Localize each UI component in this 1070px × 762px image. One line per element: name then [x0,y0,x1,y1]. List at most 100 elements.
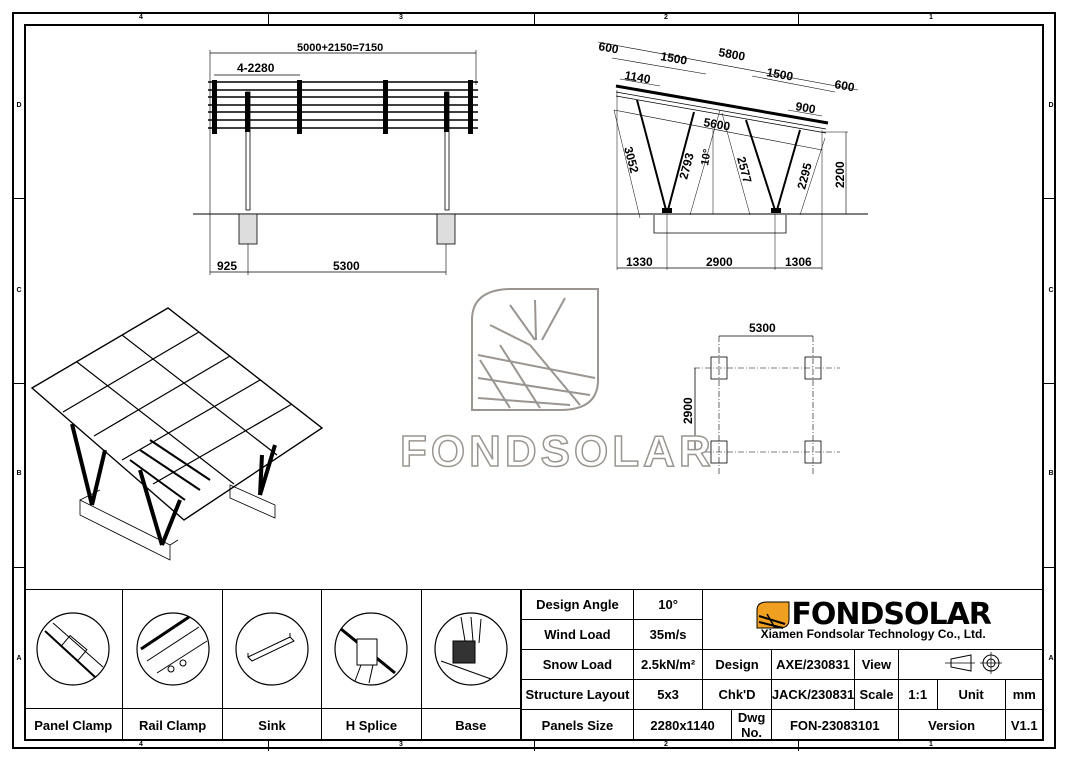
parts-strip: Panel Clamp Rail Clamp Sink H Splice Bas… [24,589,522,741]
structure-layout-label: Structure Layout [521,679,634,710]
zone-label: B [16,470,22,477]
svg-text:1306: 1306 [785,255,812,269]
scale-label: Scale [854,679,899,710]
base-detail-icon [421,590,521,709]
unit-value: mm [1004,679,1044,710]
isometric-view [30,307,324,561]
zone-label: B [1048,470,1054,477]
design-value: AXE/230831 [770,649,856,680]
zone-divider [798,12,799,24]
zone-divider [1044,383,1056,384]
sink-detail-icon [222,590,322,709]
svg-text:2200: 2200 [833,161,847,188]
part-label: H Splice [345,717,398,733]
svg-text:1500: 1500 [659,49,688,67]
zone-label: D [16,102,22,109]
front-view [597,41,859,270]
panel-clamp-detail-icon [24,590,123,709]
panels-size-value: 2280x1140 [632,709,733,741]
svg-text:10°: 10° [699,148,714,166]
design-label: Design [702,649,772,680]
svg-text:3052: 3052 [621,145,642,175]
watermark-text: FONDSOLAR [400,427,715,476]
part-label: Panel Clamp [34,717,113,733]
wind-load-value: 35m/s [632,619,704,650]
dwg-label: Dwg No. [731,709,772,741]
zone-label: D [1048,102,1054,109]
zone-divider [268,12,269,24]
part-h-splice: H Splice [322,590,422,741]
h-splice-detail-icon [322,590,421,709]
unit-label: Unit [936,679,1006,710]
checked-value: JACK/230831 [770,679,856,710]
svg-text:1500: 1500 [765,65,794,83]
snow-load-value: 2.5kN/m² [632,649,704,680]
zone-divider [268,739,269,751]
dim-offset: 925 [217,259,237,273]
svg-text:5600: 5600 [702,115,731,133]
part-label: Base [455,717,487,733]
zone-divider [12,383,24,384]
part-base: Base [421,590,522,741]
zone-divider [12,198,24,199]
dim-panel: 4-2280 [237,61,275,75]
zone-label: 2 [664,741,668,748]
panels-size-label: Panels Size [521,709,634,741]
version-value: V1.1 [1004,709,1044,741]
plan-x-dim: 5300 [749,321,776,335]
side-view [193,50,868,275]
design-angle-value: 10° [632,589,704,620]
svg-text:900: 900 [794,99,816,116]
part-panel-clamp: Panel Clamp [24,590,124,741]
svg-text:600: 600 [833,77,855,94]
svg-text:1330: 1330 [626,255,653,269]
structure-layout-value: 5x3 [632,679,704,710]
company-name: Xiamen Fondsolar Technology Co., Ltd. [760,626,986,641]
zone-label: A [16,655,22,662]
part-rail-clamp: Rail Clamp [123,590,223,741]
part-label: Rail Clamp [139,717,207,733]
part-label: Sink [258,717,286,733]
svg-text:2793: 2793 [676,151,697,181]
version-label: Version [897,709,1006,741]
zone-label: 1 [929,14,933,21]
zone-label: 4 [139,741,143,748]
wind-load-label: Wind Load [521,619,634,650]
zone-divider [534,739,535,751]
zone-divider [1044,198,1056,199]
company-logo-text: FONDSOLAR [791,596,992,632]
zone-label: A [1048,655,1054,662]
plan-view [694,335,840,475]
zone-divider [534,12,535,24]
svg-text:600: 600 [597,39,619,56]
company-logo-cell: FONDSOLAR Xiamen Fondsolar Technology Co… [702,589,1044,650]
part-sink: Sink [222,590,323,741]
svg-text:2577: 2577 [734,155,755,185]
scale-value: 1:1 [897,679,938,710]
view-label: View [854,649,899,680]
dim-overall: 5000+2150=7150 [297,42,383,54]
dim-span: 5300 [333,259,360,273]
svg-text:1140: 1140 [623,68,651,86]
svg-text:2295: 2295 [794,161,815,191]
svg-text:5800: 5800 [717,45,746,63]
projection-symbol-cell [897,649,1045,680]
zone-label: 3 [399,14,403,21]
zone-label: C [1048,287,1054,294]
rail-clamp-detail-icon [123,590,222,709]
third-angle-projection-icon [944,652,1002,674]
zone-label: 4 [139,14,143,21]
title-block: Design Angle 10° FONDSOLAR Xiamen Fondso… [521,589,1045,741]
zone-label: 2 [664,14,668,21]
zone-divider [1044,567,1056,568]
company-logo-icon [756,601,790,629]
dwg-value: FON-23083101 [770,709,899,741]
zone-divider [798,739,799,751]
svg-text:2900: 2900 [706,255,733,269]
design-angle-label: Design Angle [521,589,634,620]
zone-divider [12,567,24,568]
zone-label: 1 [929,741,933,748]
watermark-logo [471,288,599,411]
plan-y-dim: 2900 [681,397,695,424]
